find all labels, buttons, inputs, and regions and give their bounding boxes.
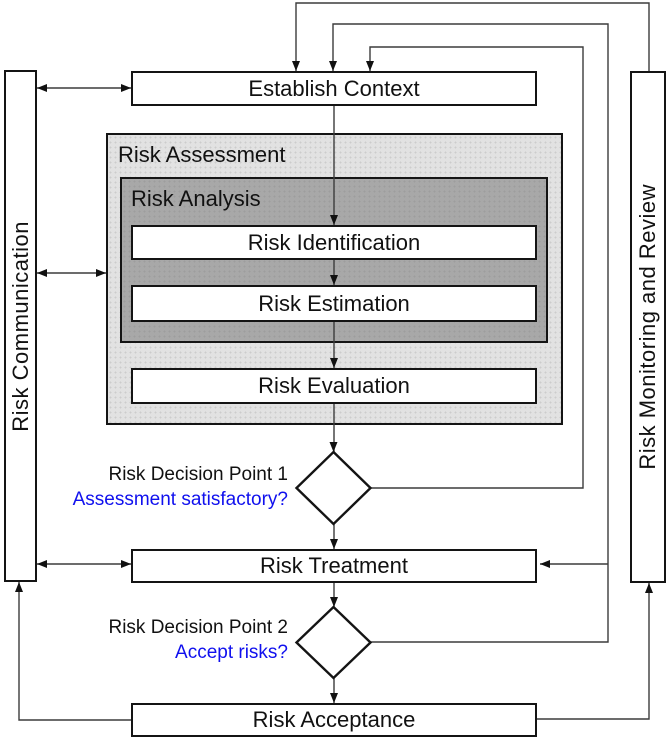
risk-monitoring-review-label: Risk Monitoring and Review — [635, 184, 660, 470]
risk-communication-label: Risk Communication — [7, 220, 33, 432]
risk-evaluation-box: Risk Evaluation — [131, 368, 537, 404]
risk-acceptance-box: Risk Acceptance — [131, 703, 537, 737]
loop-monitoring-to-context — [295, 2, 650, 71]
decision-point-1-question: Assessment satisfactory? — [72, 489, 288, 510]
risk-treatment-box: Risk Treatment — [131, 549, 537, 583]
risk-analysis-label: Risk Analysis — [131, 186, 261, 211]
risk-communication-bar: Risk Communication — [4, 70, 37, 582]
decision-2-diamond — [294, 605, 373, 680]
risk-monitoring-review-bar: Risk Monitoring and Review — [630, 71, 666, 583]
decision-point-1-title: Risk Decision Point 1 — [108, 464, 288, 485]
line-acceptance-to-monitoring — [537, 583, 650, 720]
decision-point-2-caption: Risk Decision Point 2 Accept risks? — [108, 615, 288, 665]
decision-point-2-title: Risk Decision Point 2 — [108, 617, 288, 638]
risk-estimation-box: Risk Estimation — [131, 285, 537, 322]
decision-point-2-question: Accept risks? — [175, 642, 288, 663]
decision-point-1-caption: Risk Decision Point 1 Assessment satisfa… — [73, 462, 288, 512]
risk-assessment-label: Risk Assessment — [118, 142, 286, 167]
risk-identification-box: Risk Identification — [131, 225, 537, 260]
establish-context-box: Establish Context — [131, 71, 537, 106]
decision-1-diamond — [294, 450, 373, 526]
